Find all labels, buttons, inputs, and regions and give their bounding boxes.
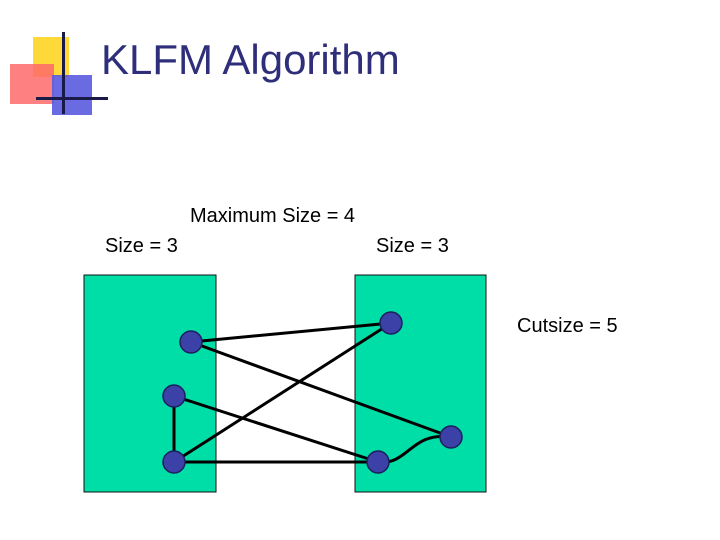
slide-logo [10, 32, 108, 115]
logo-horizontal-bar [36, 97, 108, 100]
node-R2 [366, 450, 390, 474]
edge-L1-R3 [190, 340, 452, 439]
logo-vertical-bar [62, 32, 65, 114]
node-L3 [162, 450, 186, 474]
slide-title: KLFM Algorithm [101, 36, 400, 83]
edge-L3-R1 [173, 321, 392, 464]
edge-L1-R1 [190, 321, 392, 344]
right-size-label: Size = 3 [376, 235, 449, 257]
left-partition [83, 274, 217, 493]
cutsize-label: Cutsize = 5 [517, 315, 618, 337]
logo-blue-square [52, 75, 92, 115]
node-R1 [379, 311, 403, 335]
node-L2 [162, 384, 186, 408]
edge-L2-R2 [173, 394, 379, 464]
node-L1 [179, 330, 203, 354]
node-R3 [439, 425, 463, 449]
max-size-label: Maximum Size = 4 [190, 205, 356, 227]
left-size-label: Size = 3 [105, 235, 178, 257]
